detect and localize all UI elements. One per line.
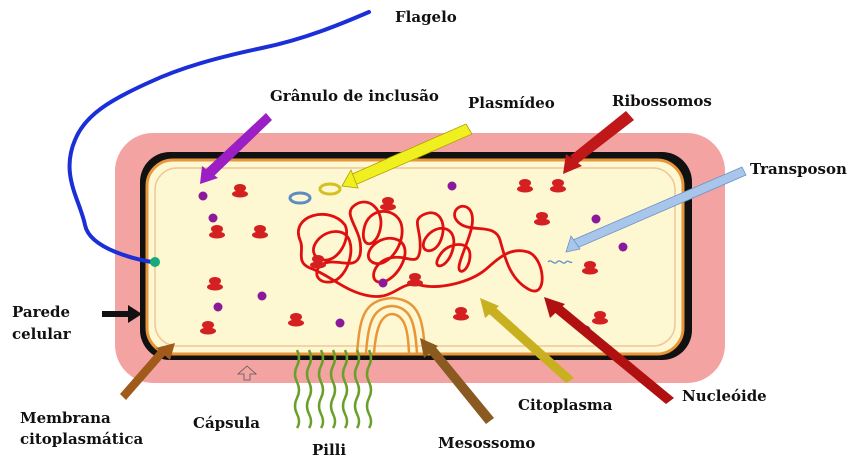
granule (199, 192, 208, 201)
label-membrana-line2: citoplasmática (20, 430, 143, 448)
label-capsula: Cápsula (193, 414, 260, 432)
label-flagelo: Flagelo (395, 8, 457, 26)
label-parede-line2: celular (12, 325, 72, 343)
label-nucleoide: Nucleóide (682, 387, 767, 405)
label-parede-line1: Parede (12, 303, 70, 321)
granule (592, 215, 601, 224)
granule (448, 182, 457, 191)
label-transposon: Transposon (750, 160, 847, 178)
granule (258, 292, 267, 301)
label-membrana-line1: Membrana (20, 409, 111, 427)
label-ribossomos: Ribossomos (612, 92, 712, 110)
label-plasmideo: Plasmídeo (468, 94, 555, 112)
granule (379, 279, 388, 288)
granule (619, 243, 628, 252)
label-citoplasma: Citoplasma (518, 396, 613, 414)
granule (214, 303, 223, 312)
label-mesossomo: Mesossomo (438, 434, 535, 452)
label-pilli: Pilli (312, 441, 346, 459)
granule (209, 214, 218, 223)
label-granulo: Grânulo de inclusão (270, 87, 439, 105)
flagellum-base (150, 257, 160, 267)
granule (336, 319, 345, 328)
